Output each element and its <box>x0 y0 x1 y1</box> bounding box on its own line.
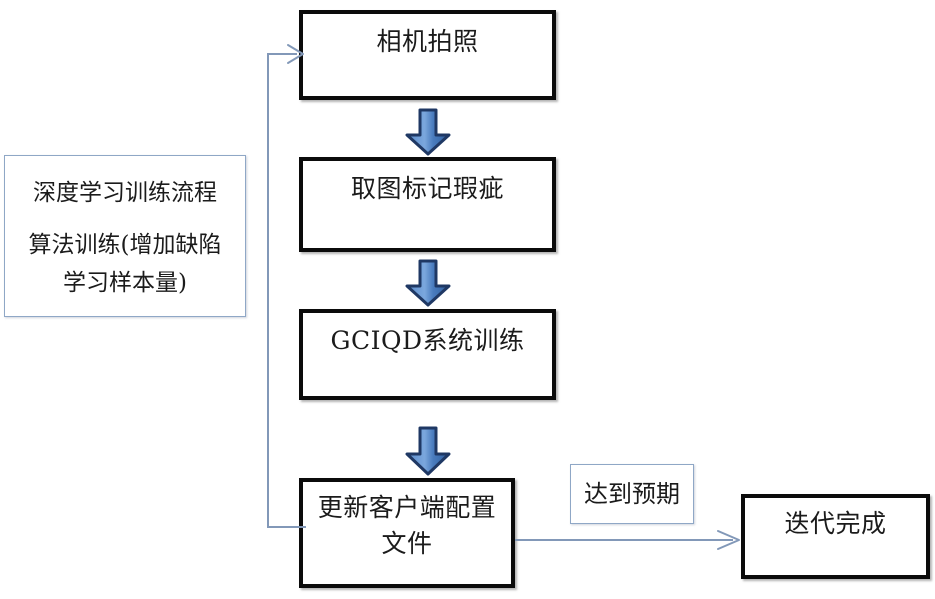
process-box-capture-label: 相机拍照 <box>376 27 479 56</box>
connector-update-to-iteration-complete <box>515 528 745 554</box>
annotation-line-1: 深度学习训练流程 <box>33 180 217 206</box>
process-box-capture[interactable]: 相机拍照 <box>299 10 556 100</box>
process-box-mark-defects[interactable]: 取图标记瑕疵 <box>299 157 556 252</box>
connector-feedback-update-to-capture <box>262 40 312 535</box>
process-box-gciqd-training[interactable]: GCIQD系统训练 <box>299 309 556 400</box>
block-arrow-down-mark-to-train <box>404 259 452 307</box>
process-box-gciqd-training-label: GCIQD系统训练 <box>330 326 525 355</box>
block-arrow-down-train-to-update <box>404 426 452 476</box>
process-box-update-config[interactable]: 更新客户端配置 文件 <box>299 478 515 588</box>
process-box-iteration-complete[interactable]: 迭代完成 <box>741 494 930 579</box>
edge-label-expected-text: 达到预期 <box>584 480 680 508</box>
process-box-update-config-label: 更新客户端配置 文件 <box>317 493 497 558</box>
edge-label-expected-box: 达到预期 <box>570 464 694 524</box>
annotation-line-2: 算法训练(增加缺陷 学习样本量) <box>28 232 222 296</box>
annotation-note-box: 深度学习训练流程 算法训练(增加缺陷 学习样本量) <box>4 155 246 317</box>
process-box-iteration-complete-label: 迭代完成 <box>784 509 887 538</box>
block-arrow-down-capture-to-mark <box>404 108 452 156</box>
process-box-mark-defects-label: 取图标记瑕疵 <box>350 174 504 203</box>
